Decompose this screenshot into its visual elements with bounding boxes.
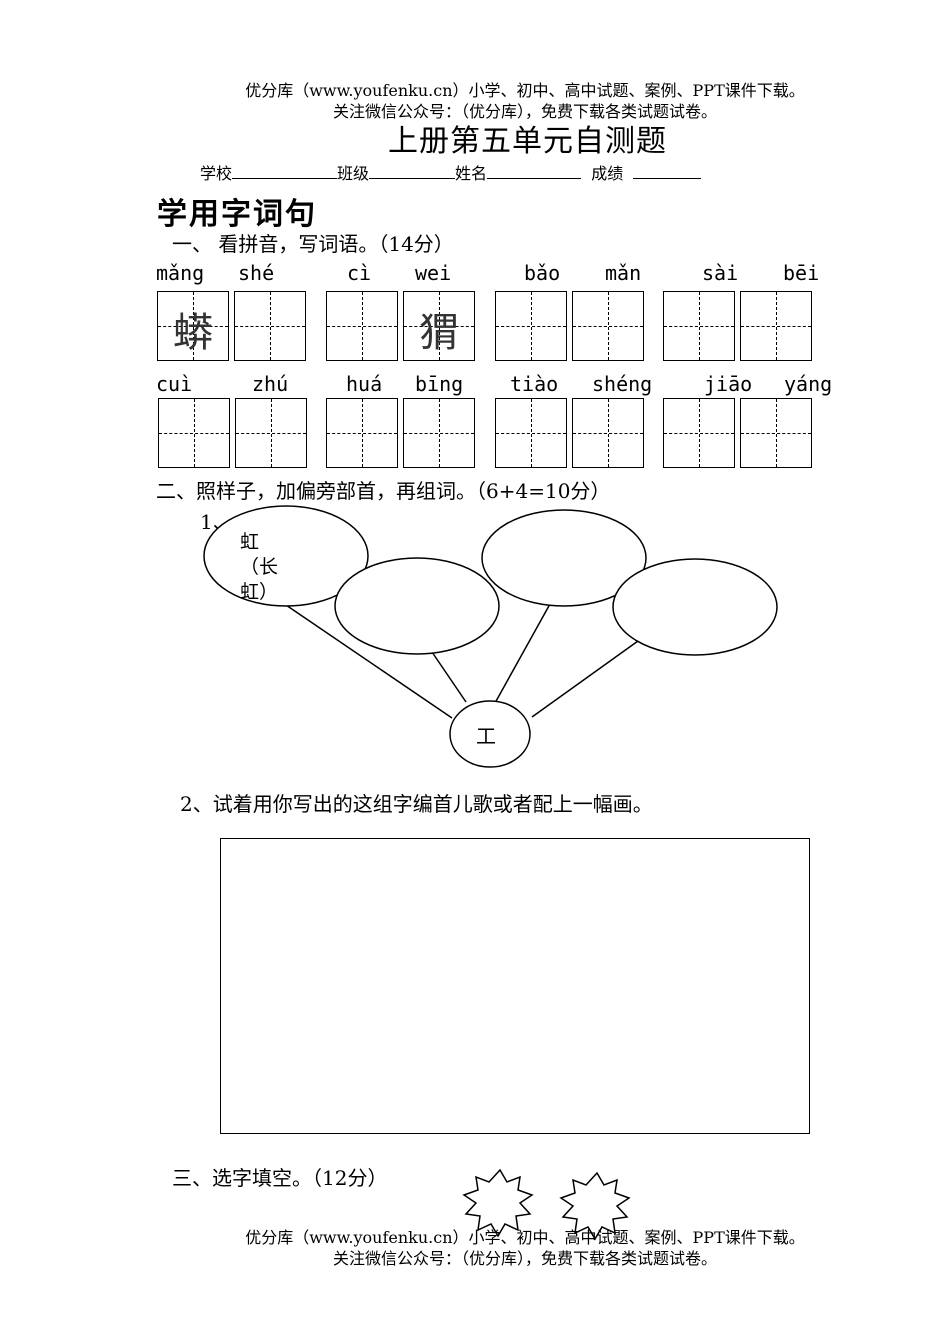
page-title: 上册第五单元自测题: [388, 124, 667, 159]
char-example: 猬: [419, 310, 459, 356]
header-line-1: 优分库（www.youfenku.cn）小学、初中、高中试题、案例、PPT课件下…: [245, 81, 805, 100]
pinyin-label: yáng: [784, 372, 833, 396]
connector-line: [431, 651, 467, 703]
pinyin-label: wei: [415, 261, 452, 285]
pinyin-label: mǎn: [605, 261, 642, 285]
char-box[interactable]: [572, 291, 644, 361]
char-box[interactable]: [495, 398, 567, 468]
pinyin-label: bǎo: [524, 261, 561, 285]
char-box[interactable]: [663, 291, 735, 361]
footer-line-2: 关注微信公众号：（优分库），免费下载各类试题试卷。: [332, 1249, 717, 1268]
char-box[interactable]: [740, 398, 812, 468]
char-box[interactable]: [740, 291, 812, 361]
section-heading: 学用字词句: [157, 197, 317, 232]
question-3-label: 三、选字填空。（12分）: [172, 1166, 388, 1190]
example-word-close: 虹）: [240, 581, 279, 603]
char-box[interactable]: [235, 398, 307, 468]
char-box[interactable]: [403, 398, 475, 468]
starburst-shape[interactable]: [559, 1171, 631, 1241]
char-box[interactable]: [572, 398, 644, 468]
connector-line: [282, 602, 453, 719]
class-label: 班级: [337, 164, 370, 183]
pinyin-label: cì: [347, 261, 372, 285]
pinyin-label: sài: [702, 261, 739, 285]
char-box[interactable]: [663, 398, 735, 468]
example-char: 虹: [240, 531, 260, 553]
bubble-answer[interactable]: [612, 558, 778, 656]
pinyin-label: jiāo: [704, 372, 753, 396]
char-box[interactable]: [326, 398, 398, 468]
name-blank[interactable]: [487, 164, 582, 179]
school-blank[interactable]: [232, 164, 338, 179]
pinyin-label: bēi: [783, 261, 820, 285]
char-box[interactable]: 猬: [403, 291, 475, 361]
school-label: 学校: [200, 164, 233, 183]
score-blank[interactable]: [633, 164, 702, 179]
score-label: 成绩: [591, 164, 624, 183]
pinyin-label: shé: [238, 261, 275, 285]
question-1-label: 一、 看拼音，写词语。（14分）: [172, 232, 454, 256]
bubble-example[interactable]: [203, 505, 369, 607]
bubble-center: [449, 700, 531, 768]
char-box[interactable]: [326, 291, 398, 361]
char-example: 蟒: [173, 310, 213, 356]
sub-question-2-label: 2、试着用你写出的这组字编首儿歌或者配上一幅画。: [180, 792, 653, 816]
center-char: 工: [476, 724, 496, 748]
char-box[interactable]: [495, 291, 567, 361]
starburst-shape[interactable]: [462, 1168, 534, 1238]
pinyin-label: bīng: [415, 372, 464, 396]
header-line-2: 关注微信公众号：（优分库），免费下载各类试题试卷。: [332, 102, 717, 121]
pinyin-label: cuì: [156, 372, 193, 396]
pinyin-label: huá: [346, 372, 383, 396]
char-box[interactable]: 蟒: [157, 291, 229, 361]
class-blank[interactable]: [369, 164, 456, 179]
pinyin-label: tiào: [510, 372, 559, 396]
pinyin-label: mǎng: [156, 261, 205, 285]
example-word-open: （长: [240, 556, 279, 578]
question-2-label: 二、照样子，加偏旁部首，再组词。（6+4=10分）: [156, 479, 611, 503]
connector-line: [531, 635, 646, 718]
name-label: 姓名: [455, 164, 488, 183]
char-box[interactable]: [158, 398, 230, 468]
char-box[interactable]: [234, 291, 306, 361]
drawing-area[interactable]: [220, 838, 810, 1134]
pinyin-label: zhú: [252, 372, 289, 396]
connector-line: [494, 603, 551, 704]
footer-line-1: 优分库（www.youfenku.cn）小学、初中、高中试题、案例、PPT课件下…: [245, 1228, 805, 1247]
bubble-answer[interactable]: [334, 557, 500, 655]
student-info-line: 学校 班级 姓名 成绩: [200, 160, 702, 184]
pinyin-label: shéng: [592, 372, 653, 396]
bubble-answer[interactable]: [481, 509, 647, 607]
